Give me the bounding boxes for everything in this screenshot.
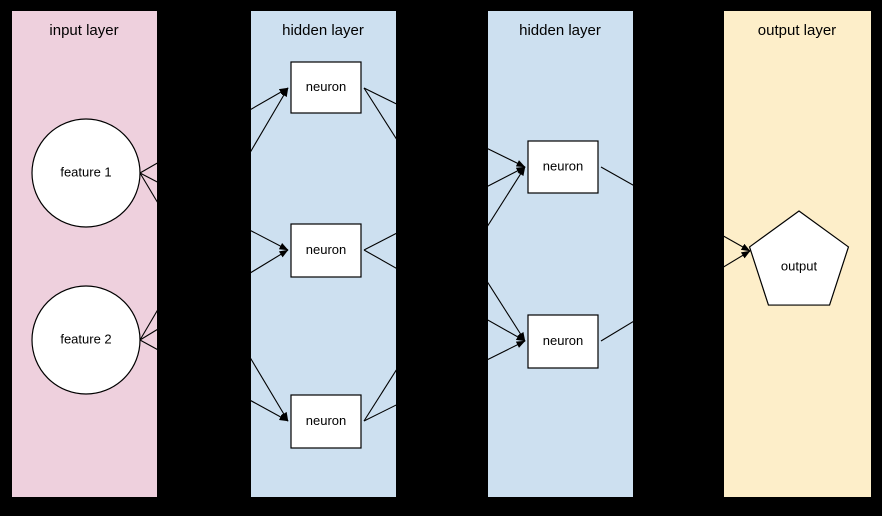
pentagon-shape-output-node <box>748 210 850 306</box>
layer-title-output-layer: output layer <box>758 22 836 39</box>
panel-gaps <box>157 0 724 516</box>
gap-hidden1-hidden2 <box>396 0 488 516</box>
rect-shape-hidden1-neuron-2 <box>290 223 362 278</box>
layer-panel-input-layer <box>12 11 157 497</box>
node-hidden1-neuron-1[interactable]: neuron <box>290 61 362 114</box>
node-label-hidden2-neuron-2: neuron <box>543 333 583 348</box>
rect-shape-hidden1-neuron-3 <box>290 394 362 449</box>
rect-shape-hidden2-neuron-2 <box>527 314 599 369</box>
node-label-hidden1-neuron-3: neuron <box>306 413 346 428</box>
layer-title-hidden-layer-2: hidden layer <box>519 22 601 39</box>
rect-shape-hidden2-neuron-1 <box>527 140 599 194</box>
rect-shape-hidden1-neuron-1 <box>290 61 362 114</box>
node-label-feature-1: feature 1 <box>60 164 111 179</box>
node-label-hidden1-neuron-1: neuron <box>306 79 346 94</box>
node-hidden1-neuron-2[interactable]: neuron <box>290 223 362 278</box>
node-output-node[interactable]: output <box>748 210 850 306</box>
node-label-output-node: output <box>781 258 818 273</box>
node-hidden2-neuron-1[interactable]: neuron <box>527 140 599 194</box>
node-hidden1-neuron-3[interactable]: neuron <box>290 394 362 449</box>
layer-nodes: feature 1 feature 2 neuron neuron neuron neur… <box>31 61 850 449</box>
node-label-hidden2-neuron-1: neuron <box>543 158 583 173</box>
node-hidden2-neuron-2[interactable]: neuron <box>527 314 599 369</box>
node-label-hidden1-neuron-2: neuron <box>306 242 346 257</box>
layer-titles: input layer hidden layer hidden layer outpu… <box>49 22 836 39</box>
layer-title-input-layer: input layer <box>49 22 118 39</box>
node-feature-2[interactable]: feature 2 <box>31 285 141 395</box>
gap-hidden2-output <box>633 0 724 516</box>
circle-shape-feature-1 <box>31 118 141 228</box>
layer-title-hidden-layer-1: hidden layer <box>282 22 364 39</box>
layer-panel-hidden-layer-2 <box>488 11 633 497</box>
gap-input-hidden1 <box>157 0 251 516</box>
node-label-feature-2: feature 2 <box>60 331 111 346</box>
circle-shape-feature-2 <box>31 285 141 395</box>
node-feature-1[interactable]: feature 1 <box>31 118 141 228</box>
